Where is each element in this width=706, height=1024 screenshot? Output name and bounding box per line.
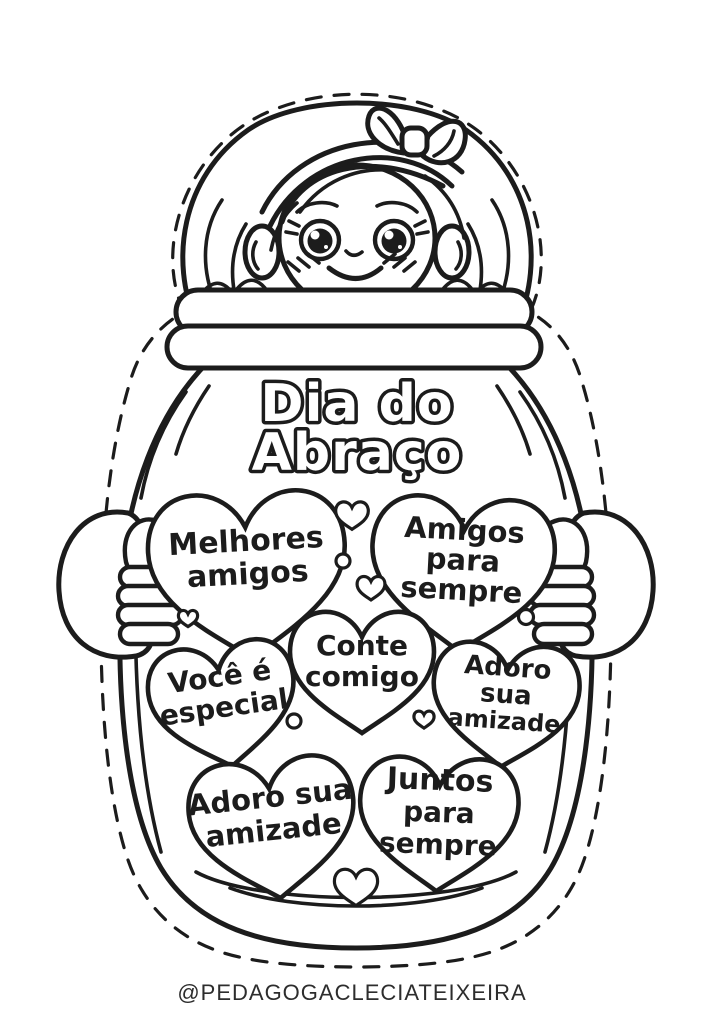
page-title-line1: Dia do [260,374,453,434]
bubble-dot [516,607,536,627]
smile [326,265,384,281]
heart-text-line: amigos [186,554,309,595]
left-eyelashes [284,219,301,236]
left-eye-highlight-small [324,245,328,249]
heart-text-line: Amigos [403,510,525,550]
heart-text-line: comigo [305,660,419,693]
girl [180,100,534,325]
heart-label-adoro-sua-amizade: Adoro sua amizade [447,650,562,739]
bang-strand [423,174,466,240]
right-blush-lines [382,252,417,273]
lid-lower-band [164,323,544,371]
headband-line [267,155,455,229]
bow-right-loop-crease [432,129,456,158]
heart-text-line: sempre [378,826,497,863]
glass-shine-line [174,384,211,456]
bow-knot [399,125,430,158]
nose [344,249,364,258]
heart-text-line: para [403,795,476,830]
left-finger [117,621,181,647]
eyes [284,200,430,262]
left-eye-highlight [310,230,320,240]
bang-strand [298,168,389,214]
right-eye-highlight-small [398,245,402,249]
heart-text-line: Conte [316,629,408,662]
left-ear-inner-line [251,240,260,271]
heart-label-adoro-sua-amizade-2: Adoro sua amizade [186,772,354,854]
hair-lock-on-lid [201,278,507,294]
glass-shine-line [139,390,188,500]
heart-text-line: Adoro [463,650,552,686]
heart-text-line: Melhores [167,520,324,563]
heart-label-juntos-para-sempre: Juntos para sempre [378,761,497,863]
left-eye-pupil [307,228,333,254]
heart-text-line: sempre [400,570,524,610]
left-blush-lines [286,252,321,273]
heart-label-amigos-para-sempre: Amigos para sempre [400,510,526,610]
bubble-dot [334,552,352,570]
bubble-dot [285,712,303,730]
hair-bow-icon [365,105,468,166]
right-eyelid-line [375,200,419,214]
right-eye-highlight [384,230,394,240]
right-eyelashes [413,219,430,236]
credit-handle: @PEDAGOGACLECIATEIXEIRA [177,980,526,1005]
glass-shine-line [518,390,567,500]
heart-text-line: para [425,541,501,579]
heart-text-line: Juntos [384,761,494,800]
left-eyelid-line [295,200,339,214]
bang-strand [269,201,299,252]
jar-lid [164,287,544,371]
glass-shine-line [495,384,532,456]
hairline [279,163,446,225]
page-title-line2: Abraço [252,423,463,483]
bow-left-loop-crease [377,116,400,146]
heart-label-melhores-amigos: Melhores amigos [167,520,324,595]
heart-label-conte-comigo: Conte comigo [305,629,419,693]
right-eye-pupil [381,228,407,254]
right-ear-inner-line [454,240,463,271]
heart-text-line: sua [479,678,532,712]
